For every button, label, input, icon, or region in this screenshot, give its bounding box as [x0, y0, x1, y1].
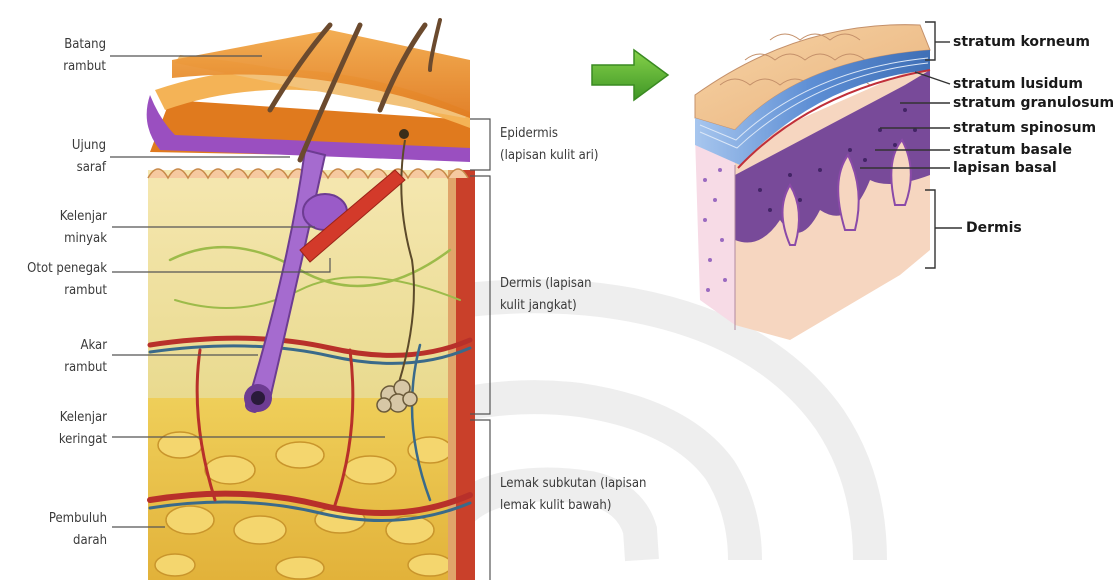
label-stratum-korneum: stratum korneum: [953, 34, 1090, 50]
label-lapisan-basal: lapisan basal: [953, 160, 1057, 176]
label-batang-rambut: Batangrambut: [63, 34, 106, 78]
label-stratum-granulosum: stratum granulosum: [953, 95, 1114, 111]
label-dermis: Dermis (lapisankulit jangkat): [500, 273, 592, 317]
label-lemak-subkutan: Lemak subkutan (lapisanlemak kulit bawah…: [500, 473, 646, 517]
label-ujung-saraf: Ujungsaraf: [72, 135, 106, 179]
label-pembuluh-darah: Pembuluhdarah: [49, 508, 107, 552]
label-stratum-lusidum: stratum lusidum: [953, 76, 1083, 92]
label-kelenjar-keringat: Kelenjarkeringat: [59, 407, 107, 451]
label-dermis-right: Dermis: [966, 220, 1022, 236]
label-otot-penegak-rambut: Otot penegakrambut: [27, 258, 107, 302]
label-stratum-spinosum: stratum spinosum: [953, 120, 1096, 136]
label-epidermis: Epidermis(lapisan kulit ari): [500, 123, 598, 167]
label-kelenjar-minyak: Kelenjarminyak: [60, 206, 107, 250]
label-stratum-basale: stratum basale: [953, 142, 1072, 158]
label-akar-rambut: Akarrambut: [64, 335, 107, 379]
